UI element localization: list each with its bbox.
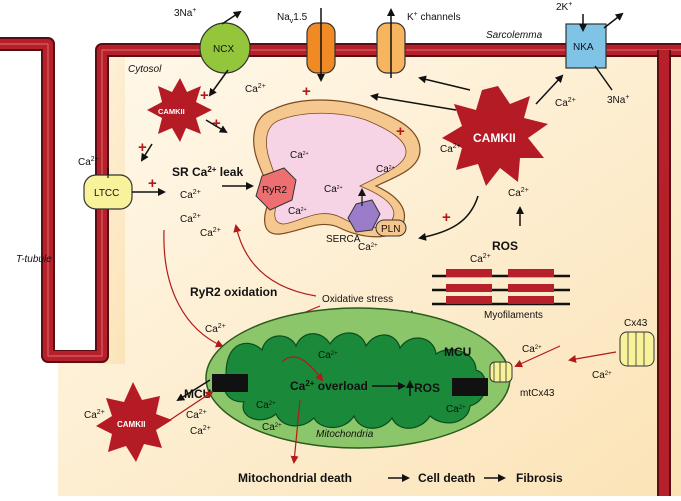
ros-label-mito: ROS: [414, 381, 440, 395]
nka-label: NKA: [573, 42, 594, 53]
sr-ca-2: Ca2+: [324, 184, 343, 195]
sr-ca-4: Ca2+: [376, 164, 395, 175]
ros-label-cyto: ROS: [492, 239, 518, 253]
mito-ca-1: Ca2+: [256, 400, 276, 411]
ttubule-label: T-tubule: [16, 254, 52, 265]
k-channels-label: K+ channels: [407, 11, 461, 23]
ryr2-channel: [255, 167, 297, 211]
oxidative-stress-label: Oxidative stress: [322, 294, 393, 305]
plus-6: +: [396, 123, 405, 140]
nka-3na-label: 3Na+: [607, 94, 629, 106]
myofilaments: [432, 269, 570, 306]
cx43-label: Cx43: [624, 318, 648, 329]
mito-ca-4: Ca2+: [446, 404, 466, 415]
plus-2: +: [212, 115, 221, 132]
ryr2-oxidation-label: RyR2 oxidation: [190, 285, 277, 299]
plus-3: +: [138, 139, 147, 156]
mcu-right-label: MCU: [444, 345, 471, 359]
plus-7: +: [442, 209, 451, 226]
mcu-left: [212, 374, 248, 392]
cx43-channel: [619, 331, 655, 367]
ltcc-ca-label: Ca2+: [78, 156, 99, 168]
ncx-3na-label: 3Na+: [174, 7, 196, 19]
plus-4: +: [148, 175, 157, 192]
serca-pump: [347, 199, 381, 233]
plus-1: +: [200, 87, 209, 104]
myofilaments-label: Myofilaments: [484, 310, 543, 321]
mitochondria-label: Mitochondria: [316, 429, 374, 440]
nav15-label: Nav1.5: [277, 12, 308, 25]
pln-label: PLN: [381, 224, 400, 235]
ltcc-label: LTCC: [94, 188, 119, 199]
camkii-topleft-label: CAMKII: [158, 107, 185, 116]
mito-ca-2: Ca2+: [262, 422, 282, 433]
nka-ca-label: Ca2+: [555, 97, 576, 109]
ryr2-label: RyR2: [262, 185, 287, 196]
ncx-label: NCX: [213, 44, 234, 55]
cell-death-label: Cell death: [418, 471, 475, 485]
cytosol-label: Cytosol: [128, 64, 162, 75]
nka-2k-label: 2K+: [556, 1, 572, 13]
ca-overload-label: Ca2+ overload: [290, 379, 368, 393]
mito-ca-3: Ca2+: [318, 350, 338, 361]
mcu-right: [452, 378, 488, 396]
mtcx43-ca: Ca2+: [522, 344, 542, 355]
camkii-center-label: CAMKII: [473, 131, 516, 145]
fibrosis-label: Fibrosis: [516, 471, 563, 485]
serca-label: SERCA: [326, 234, 361, 245]
ncx-ca-label: Ca2+: [245, 83, 266, 95]
mtcx43-channel: [489, 361, 513, 383]
camkii-burst-center: [442, 86, 548, 186]
camkii-bottomleft-label: CAMKII: [117, 420, 145, 429]
mito-death-label: Mitochondrial death: [238, 471, 352, 485]
camkii-burst-topleft: [147, 78, 212, 142]
cx43-ca: Ca2+: [592, 370, 612, 381]
ncx-na-arrow: [221, 10, 242, 25]
sr-ca-1: Ca2+: [290, 150, 309, 161]
sr-ca-3: Ca2+: [288, 206, 307, 217]
sr-ca-leak-label: SR Ca2+ leak: [172, 165, 243, 179]
serca-ca-label: Ca2+: [358, 242, 378, 253]
sarcolemma-label: Sarcolemma: [486, 30, 543, 41]
plus-5: +: [302, 83, 311, 100]
camkii-burst-bottomleft: [96, 382, 172, 462]
pln-protein: [375, 219, 407, 237]
mtcx43-label: mtCx43: [520, 388, 555, 399]
